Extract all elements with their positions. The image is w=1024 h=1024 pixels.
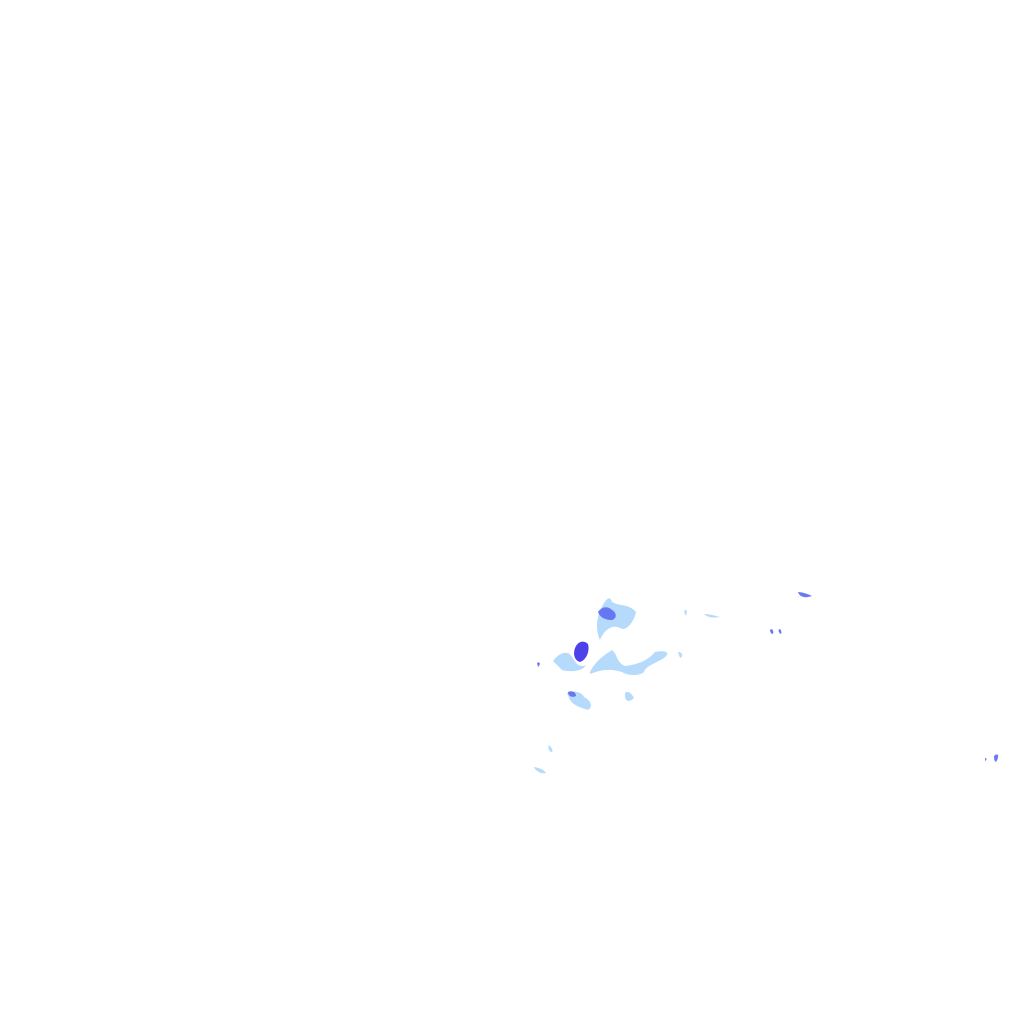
rain-cell bbox=[994, 754, 999, 762]
rain-cell bbox=[548, 745, 553, 752]
rain-cluster-main bbox=[534, 598, 720, 774]
rain-cell bbox=[704, 614, 720, 618]
rain-cell bbox=[574, 641, 589, 662]
rain-cell bbox=[537, 662, 540, 667]
rain-cell bbox=[590, 650, 668, 675]
rain-cell bbox=[597, 598, 636, 640]
rain-cell bbox=[985, 758, 987, 761]
rain-cell bbox=[625, 691, 634, 701]
rain-cell bbox=[553, 652, 586, 672]
rain-cluster-heavy bbox=[537, 592, 999, 762]
rain-cell bbox=[534, 767, 546, 774]
rain-cell bbox=[684, 609, 687, 616]
rain-cell bbox=[778, 629, 782, 634]
rain-cell bbox=[598, 607, 616, 620]
rain-cell bbox=[568, 691, 576, 697]
rain-cell bbox=[798, 592, 812, 598]
rain-cell bbox=[678, 652, 683, 658]
rain-cell bbox=[770, 629, 774, 634]
